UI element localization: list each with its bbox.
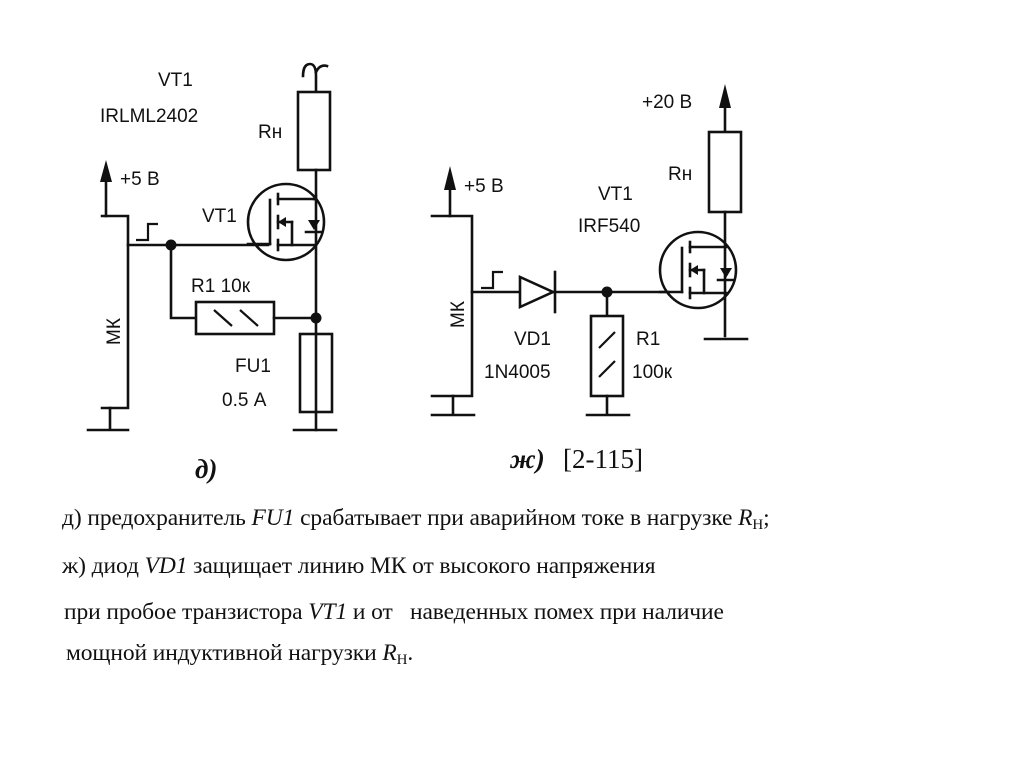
variable: R <box>738 505 753 531</box>
diode-label: VD1 <box>514 329 551 350</box>
resistor-r1 <box>589 314 625 398</box>
supply-high-label: +20 В <box>642 92 692 113</box>
diagram-zh: +20 В Rн +5 В VT1 IRF540 МК VD1 1N4005 R… <box>430 84 749 474</box>
resistor-value: 100к <box>632 362 673 383</box>
subscript: Н <box>396 652 408 668</box>
transistor-part: IRLML2402 <box>100 106 198 127</box>
mosfet-vt1-icon <box>658 230 738 310</box>
text: . <box>407 640 414 666</box>
component-ref: FU1 <box>251 505 295 531</box>
pulse-icon <box>481 270 503 290</box>
supply-label: +5 В <box>464 176 504 197</box>
text: при пробое транзистора <box>64 599 309 625</box>
text: ; <box>763 505 770 531</box>
load-label: Rн <box>258 122 282 143</box>
fuse-rating: 0.5 А <box>222 390 267 411</box>
load-resistor <box>296 90 332 172</box>
diagram-d: VT1 IRLML2402 Rн +5 В VT1 R1 10к FU1 0.5… <box>86 62 338 484</box>
circuit-diagrams: VT1 IRLML2402 Rн +5 В VT1 R1 10к FU1 0.5… <box>86 62 749 484</box>
mosfet-vt1-icon <box>246 182 326 262</box>
resistor-label: R1 10к <box>191 276 251 297</box>
caption-zh: ж) <box>509 444 545 474</box>
transistor-label-top: VT1 <box>158 70 193 91</box>
text: д) предохранитель <box>62 505 252 531</box>
text: ж) диод <box>62 553 145 579</box>
reference: [2-115] <box>563 444 643 474</box>
supply-label: +5 В <box>120 169 160 190</box>
text: мощной индуктивной нагрузки <box>66 640 383 666</box>
supply-arrow-icon <box>444 166 456 190</box>
fuse-label: FU1 <box>235 356 271 377</box>
diode-part: 1N4005 <box>484 362 551 383</box>
load-resistor <box>707 130 743 214</box>
description-line-3: при пробое транзистора VT1 и от наведенн… <box>64 599 724 626</box>
resistor-label: R1 <box>636 329 660 350</box>
transistor-label: VT1 <box>202 206 237 227</box>
mcu-label: МК <box>104 318 125 345</box>
transistor-part: IRF540 <box>578 216 640 237</box>
text: защищает линию МК от высокого напряжения <box>187 553 656 579</box>
description-line-4: мощной индуктивной нагрузки RН. <box>66 640 413 669</box>
variable: R <box>382 640 397 666</box>
supply-arrow-icon <box>719 84 731 108</box>
resistor-r1 <box>194 300 276 336</box>
description-line-1: д) предохранитель FU1 срабатывает при ав… <box>62 505 770 534</box>
component-ref: VD1 <box>144 553 188 579</box>
component-ref: VT1 <box>308 599 348 625</box>
load-label: Rн <box>668 164 692 185</box>
caption-d: д) <box>195 454 217 484</box>
mcu-label: МК <box>448 301 469 328</box>
description-line-2: ж) диод VD1 защищает линию МК от высоког… <box>62 553 656 580</box>
transistor-label: VT1 <box>598 184 633 205</box>
supply-arrow-icon <box>100 160 112 182</box>
text: и от наведенных помех при наличие <box>347 599 724 625</box>
text: срабатывает при аварийном токе в нагрузк… <box>294 505 739 531</box>
pulse-icon <box>136 222 158 242</box>
subscript: Н <box>752 517 764 533</box>
mcu-outline <box>100 214 130 410</box>
diode-vd1 <box>518 274 557 310</box>
